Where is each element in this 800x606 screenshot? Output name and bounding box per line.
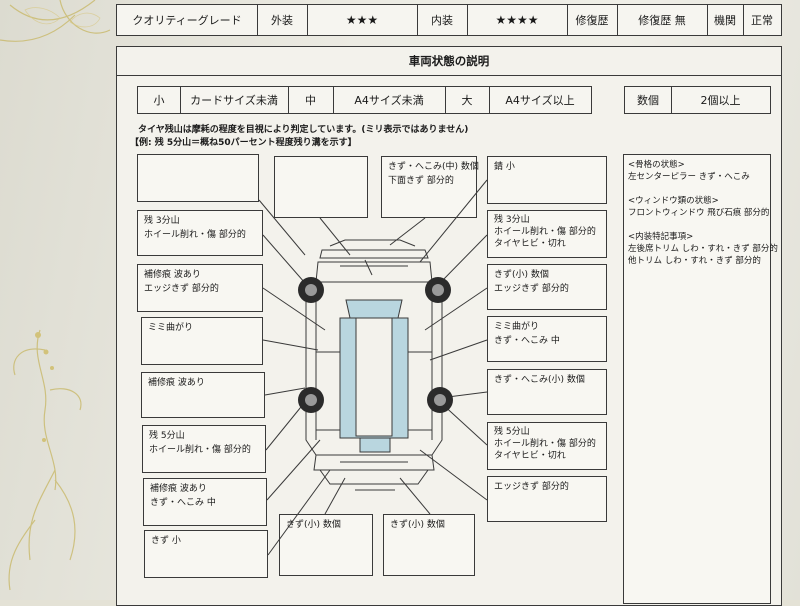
repair-history-label: 修復歴 (575, 14, 609, 27)
window-condition-title: <ウィンドウ類の状態> (628, 196, 719, 206)
comment-box-right-2: 残 3分山ホイール削れ・傷 部分的タイヤヒビ・切れ (487, 210, 607, 258)
size-small-label: 小 (153, 94, 165, 107)
quality-grade-label: クオリティーグレード (132, 14, 242, 27)
comment-box-right-4: ミミ曲がりきず・へこみ 中 (487, 316, 607, 362)
count-label: 数個 (637, 94, 659, 107)
size-large-label: 大 (461, 94, 473, 107)
size-medium-desc: A4サイズ未満 (354, 94, 424, 107)
comment-box-left-6: 残 5分山ホイール削れ・傷 部分的 (142, 425, 266, 473)
frame-condition-value: 左センターピラー きず・へこみ (628, 172, 750, 182)
interior-notes-title: <内装特記事項> (628, 232, 694, 242)
comment-box-bottom-2: きず(小) 数個 (383, 514, 475, 576)
window-condition-value: フロントウィンドウ 飛び石痕 部分的 (628, 208, 770, 218)
exterior-stars: ★★★ (345, 13, 379, 27)
tire-tread-example: 【例: 残 5分山＝概ね50パーセント程度残り溝を示す】 (130, 138, 357, 148)
comment-box-left-8: きず 小 (144, 530, 268, 578)
comment-box-right-5: きず・へこみ(小) 数個 (487, 369, 607, 415)
size-medium-label: 中 (305, 94, 316, 107)
size-large-desc: A4サイズ以上 (505, 94, 575, 107)
comment-box-left-7: 補修痕 波ありきず・へこみ 中 (143, 478, 267, 526)
condition-notes: <骨格の状態> 左センターピラー きず・へこみ <ウィンドウ類の状態> フロント… (623, 154, 778, 604)
repair-history-value: 修復歴 無 (638, 14, 686, 27)
comment-box-right-6: 残 5分山ホイール削れ・傷 部分的タイヤヒビ・切れ (487, 422, 607, 470)
comment-box-left-2: 残 3分山ホイール削れ・傷 部分的 (137, 210, 263, 256)
comment-box-right-3: きず(小) 数個エッジきず 部分的 (487, 264, 607, 310)
comment-box-left-3: 補修痕 波ありエッジきず 部分的 (137, 264, 263, 312)
count-desc: 2個以上 (700, 94, 741, 107)
comment-box-bottom-1: きず(小) 数個 (279, 514, 373, 576)
comment-box-left-4: ミミ曲がり (141, 317, 263, 365)
grade-row: クオリティーグレード 外装 ★★★ 内装 ★★★★ 修復歴 修復歴 無 機関 正… (116, 4, 782, 36)
count-legend: 数個 2個以上 (624, 86, 771, 114)
panel-title: 車両状態の説明 (117, 47, 781, 76)
comment-box-left-1 (137, 154, 259, 202)
comment-box-left-5: 補修痕 波あり (141, 372, 265, 418)
interior-label: 内装 (431, 14, 453, 27)
comment-box-right-1: 錆 小 (487, 156, 607, 204)
engine-label: 機関 (714, 14, 736, 27)
interior-notes-value-2: 他トリム しわ・すれ・きず 部分的 (628, 256, 761, 266)
interior-notes-value-1: 左後席トリム しわ・すれ・きず 部分的 (628, 244, 778, 254)
engine-value: 正常 (751, 14, 773, 27)
exterior-label: 外装 (271, 14, 293, 27)
frame-condition-title: <骨格の状態> (628, 160, 685, 170)
interior-stars: ★★★★ (495, 13, 539, 27)
size-legend: 小 カードサイズ未満 中 A4サイズ未満 大 A4サイズ以上 (137, 86, 592, 114)
comment-box-top-1 (274, 156, 368, 218)
floral-ornament-icon (0, 0, 111, 591)
tire-tread-note: タイヤ残山は摩耗の程度を目視により判定しています。(ミリ表示ではありません) (138, 125, 469, 135)
comment-box-right-7: エッジきず 部分的 (487, 476, 607, 522)
size-small-desc: カードサイズ未満 (190, 94, 278, 107)
comment-box-top-2: きず・へこみ(中) 数個下面きず 部分的 (381, 156, 479, 218)
